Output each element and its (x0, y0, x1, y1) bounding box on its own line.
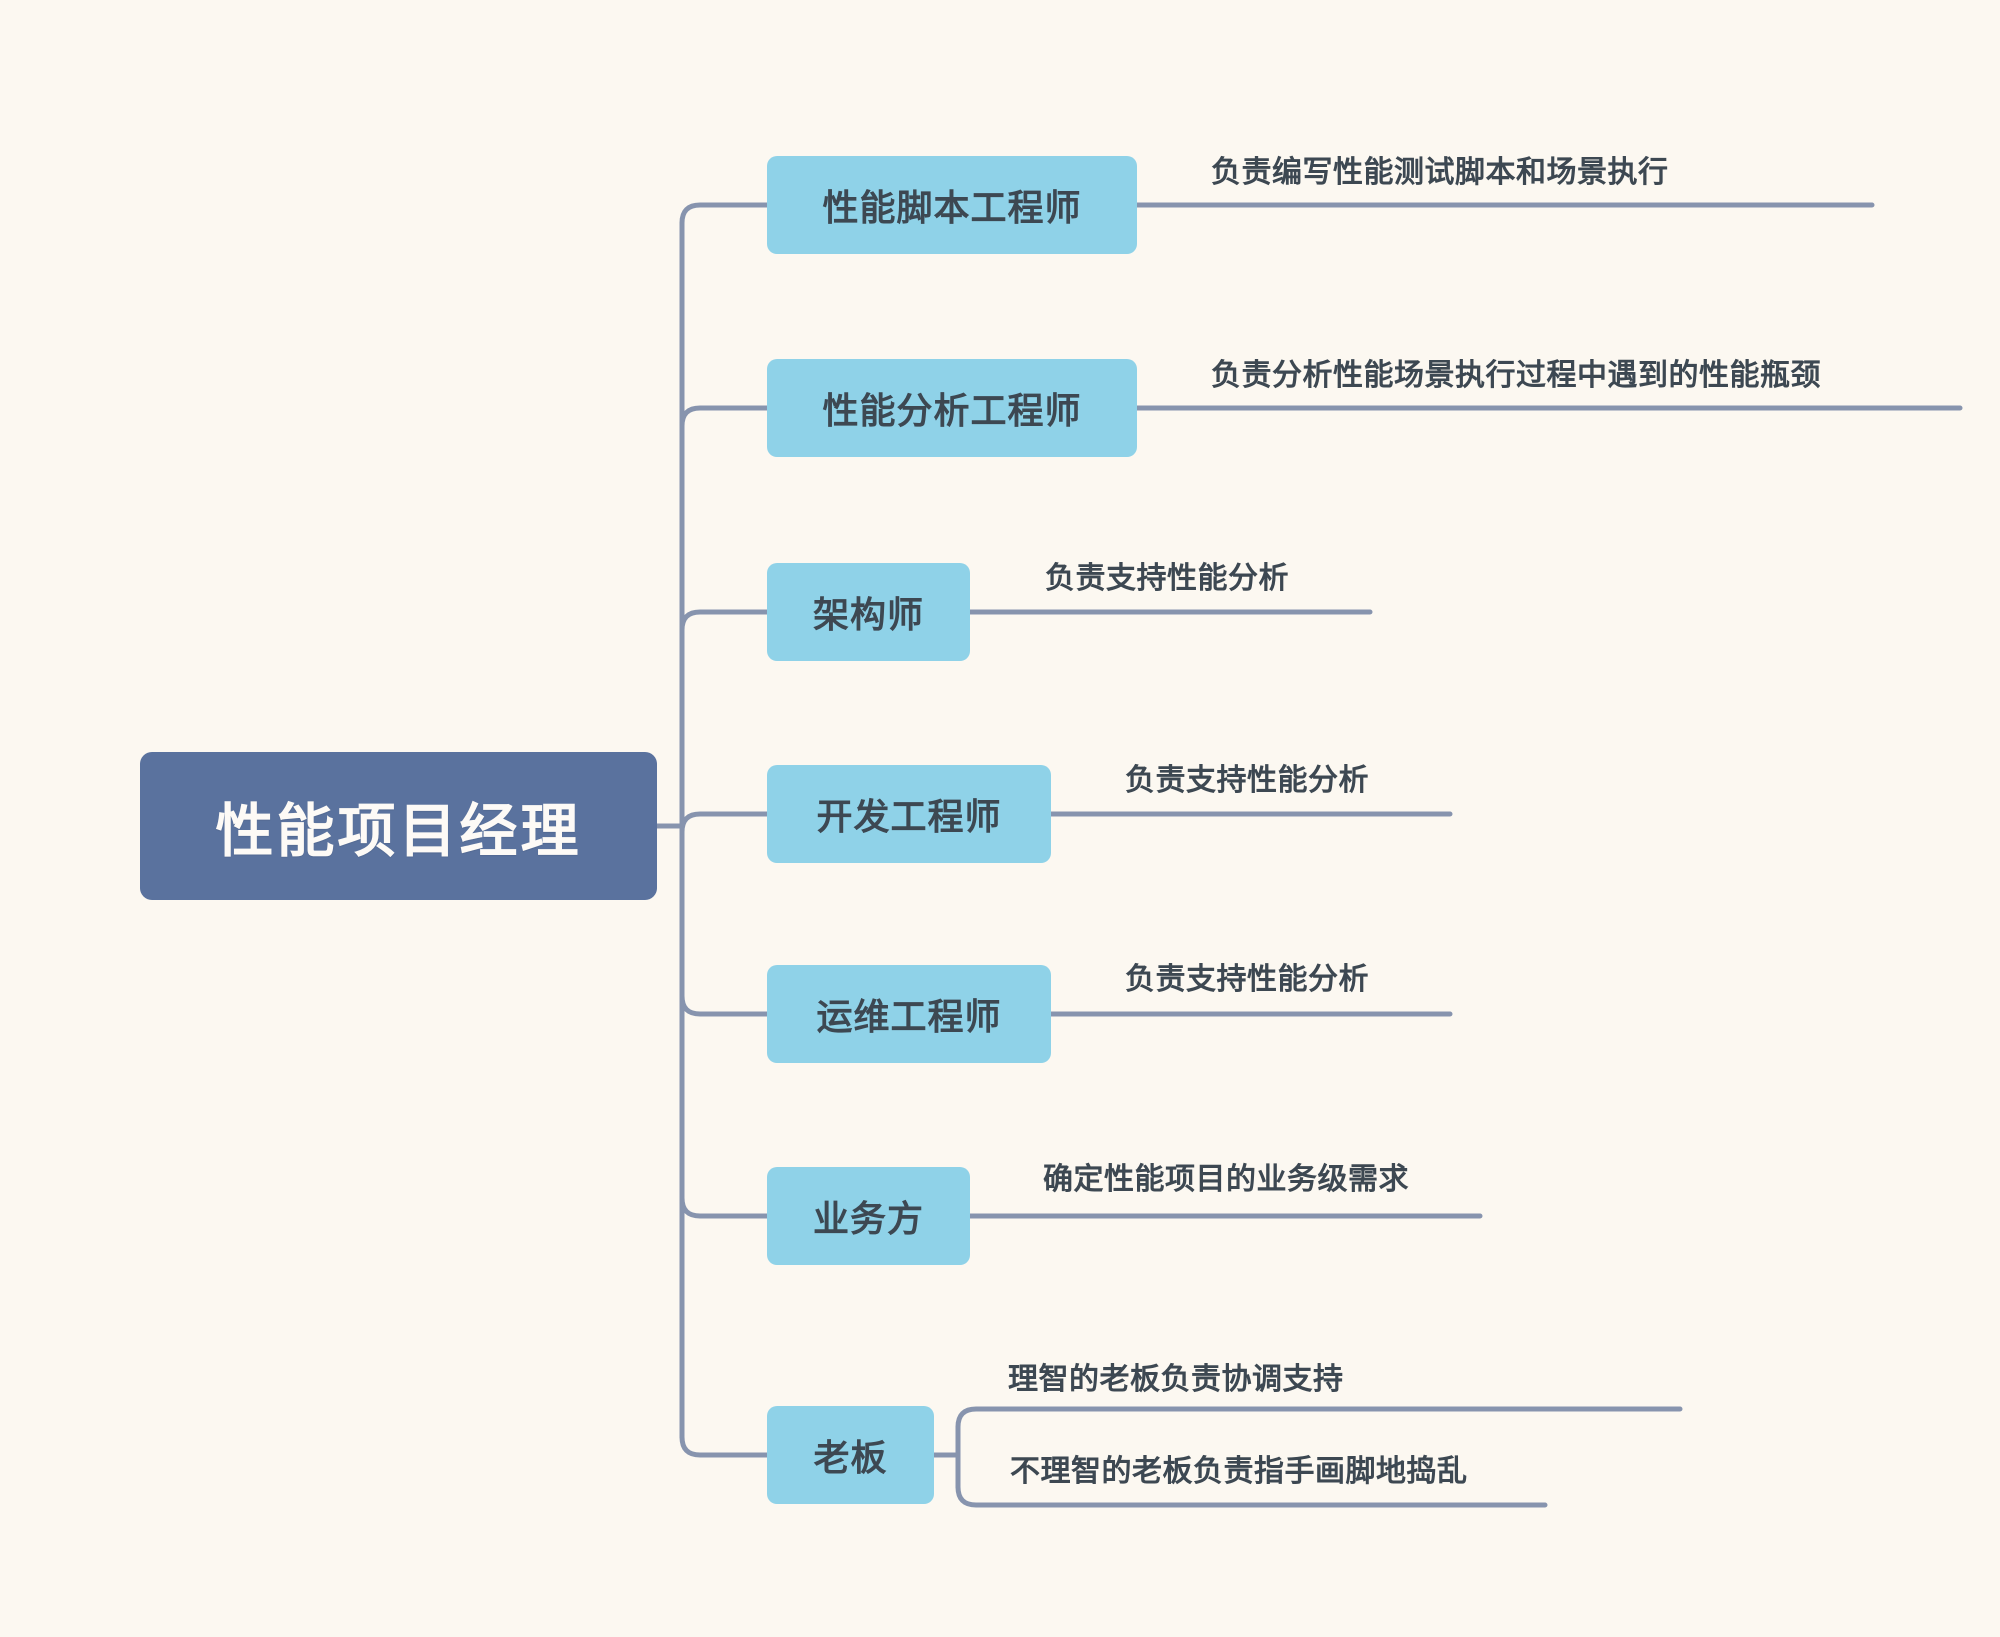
leaf-text: 负责分析性能场景执行过程中遇到的性能瓶颈 (1211, 359, 1821, 392)
branch-node-2[interactable]: 架构师 (767, 563, 970, 661)
leaf-label-5-0[interactable]: 确定性能项目的业务级需求 (1043, 1165, 1409, 1195)
branch-connector-4 (679, 993, 770, 1017)
leaf-label-3-0[interactable]: 负责支持性能分析 (1125, 766, 1369, 796)
branch-node-label: 业务方 (812, 1198, 924, 1239)
branch-connector-1 (679, 405, 770, 429)
leaf-text: 不理智的老板负责指手画脚地捣乱 (1010, 1455, 1468, 1488)
root-node-label: 性能项目经理 (215, 799, 582, 864)
branch-node-5[interactable]: 业务方 (767, 1167, 970, 1265)
leaf-label-4-0[interactable]: 负责支持性能分析 (1125, 965, 1369, 995)
branch-node-label: 性能脚本工程师 (822, 187, 1082, 228)
leaf-text: 负责支持性能分析 (1125, 764, 1369, 797)
branch-node-6[interactable]: 老板 (767, 1406, 934, 1504)
leaf-connector-6-1 (955, 1484, 1548, 1508)
branch-node-0[interactable]: 性能脚本工程师 (767, 156, 1137, 254)
branch-connector-5 (679, 1195, 770, 1219)
leaf-text: 负责支持性能分析 (1045, 562, 1289, 595)
leaf-label-0-0[interactable]: 负责编写性能测试脚本和场景执行 (1211, 158, 1669, 188)
branch-node-label: 老板 (813, 1437, 888, 1478)
branch-node-label: 性能分析工程师 (822, 390, 1082, 431)
leaf-text: 确定性能项目的业务级需求 (1043, 1163, 1409, 1196)
leaf-label-1-0[interactable]: 负责分析性能场景执行过程中遇到的性能瓶颈 (1211, 361, 1821, 391)
branch-connector-3 (679, 811, 770, 835)
branch-connector-2 (679, 609, 770, 633)
branch-node-3[interactable]: 开发工程师 (767, 765, 1051, 863)
leaf-label-6-0[interactable]: 理智的老板负责协调支持 (1008, 1365, 1344, 1395)
leaf-connector-6-0 (955, 1406, 1683, 1430)
branch-node-label: 架构师 (812, 594, 924, 635)
branch-node-label: 运维工程师 (816, 996, 1002, 1037)
leaf-label-6-1[interactable]: 不理智的老板负责指手画脚地捣乱 (1010, 1457, 1468, 1487)
leaf-label-2-0[interactable]: 负责支持性能分析 (1045, 564, 1289, 594)
branch-connector-0 (679, 202, 770, 226)
leaf-text: 负责支持性能分析 (1125, 963, 1369, 996)
branch-node-label: 开发工程师 (816, 796, 1002, 837)
branch-connector-6 (679, 1434, 770, 1458)
root-node[interactable]: 性能项目经理 (140, 752, 657, 900)
branch-node-4[interactable]: 运维工程师 (767, 965, 1051, 1063)
leaf-text: 理智的老板负责协调支持 (1008, 1363, 1344, 1396)
leaf-text: 负责编写性能测试脚本和场景执行 (1211, 156, 1669, 189)
branch-node-1[interactable]: 性能分析工程师 (767, 359, 1137, 457)
